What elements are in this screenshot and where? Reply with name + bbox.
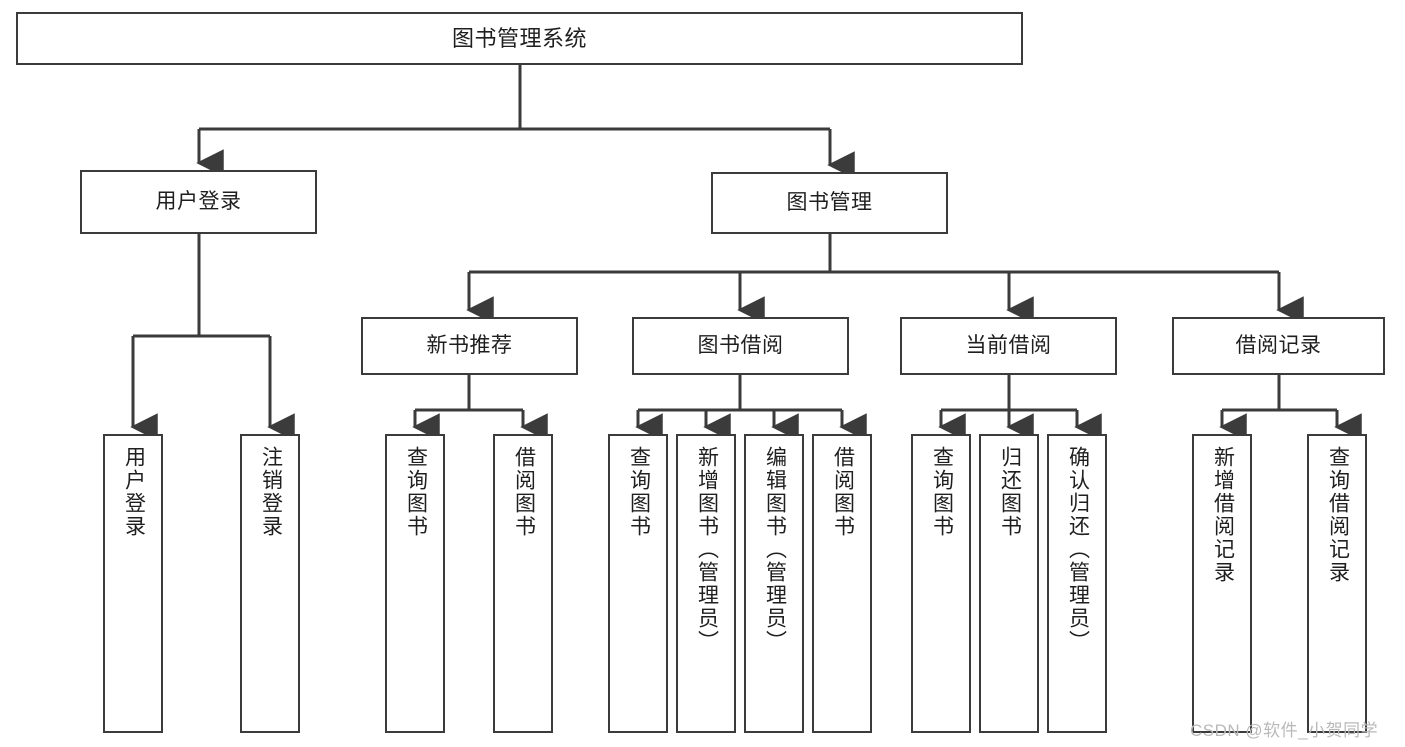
leaf-user-login[interactable]: 用户登录 <box>103 434 163 733</box>
leaf-logout-login[interactable]: 注销登录 <box>240 434 300 733</box>
node-borrow-record[interactable]: 借阅记录 <box>1172 317 1385 375</box>
node-root-label: 图书管理系统 <box>451 25 587 51</box>
leaf-add-record[interactable]: 新增借阅记录 <box>1192 434 1252 733</box>
leaf-add-book-label: 新增图书（管理员） <box>695 446 719 653</box>
node-current-borrow[interactable]: 当前借阅 <box>900 317 1117 375</box>
node-new-book-recommend[interactable]: 新书推荐 <box>361 317 578 375</box>
node-root[interactable]: 图书管理系统 <box>16 12 1023 65</box>
csdn-watermark: CSDN @软件_小贺同学 <box>1190 721 1379 740</box>
leaf-edit-book[interactable]: 编辑图书（管理员） <box>744 434 804 733</box>
node-book-manage-label: 图书管理 <box>786 190 873 214</box>
node-user-login-label: 用户登录 <box>155 189 242 213</box>
leaf-query-book-1[interactable]: 查询图书 <box>385 434 445 733</box>
leaf-edit-book-label: 编辑图书（管理员） <box>763 446 787 653</box>
node-book-borrow[interactable]: 图书借阅 <box>632 317 849 375</box>
leaf-query-book-1-label: 查询图书 <box>404 446 428 538</box>
leaf-query-book-3[interactable]: 查询图书 <box>911 434 971 733</box>
leaf-query-book-3-label: 查询图书 <box>930 446 954 538</box>
node-borrow-record-label: 借阅记录 <box>1235 333 1322 357</box>
leaf-confirm-return-label: 确认归还（管理员） <box>1066 446 1090 653</box>
leaf-query-book-2[interactable]: 查询图书 <box>608 434 668 733</box>
leaf-query-record-label: 查询借阅记录 <box>1326 446 1350 584</box>
leaf-add-book[interactable]: 新增图书（管理员） <box>676 434 736 733</box>
node-book-borrow-label: 图书借阅 <box>697 333 784 357</box>
leaf-logout-login-label: 注销登录 <box>259 446 283 538</box>
leaf-query-book-2-label: 查询图书 <box>627 446 651 538</box>
leaf-user-login-label: 用户登录 <box>122 446 146 538</box>
node-user-login[interactable]: 用户登录 <box>80 170 317 234</box>
leaf-return-book-label: 归还图书 <box>998 446 1022 538</box>
leaf-confirm-return[interactable]: 确认归还（管理员） <box>1047 434 1107 733</box>
leaf-borrow-book-1[interactable]: 借阅图书 <box>493 434 553 733</box>
leaf-borrow-book-2[interactable]: 借阅图书 <box>812 434 872 733</box>
leaf-borrow-book-1-label: 借阅图书 <box>512 446 536 538</box>
node-new-book-recommend-label: 新书推荐 <box>426 333 513 357</box>
leaf-return-book[interactable]: 归还图书 <box>979 434 1039 733</box>
node-current-borrow-label: 当前借阅 <box>965 333 1052 357</box>
leaf-add-record-label: 新增借阅记录 <box>1211 446 1235 584</box>
node-book-manage[interactable]: 图书管理 <box>711 172 948 234</box>
leaf-query-record[interactable]: 查询借阅记录 <box>1307 434 1367 733</box>
leaf-borrow-book-2-label: 借阅图书 <box>831 446 855 538</box>
